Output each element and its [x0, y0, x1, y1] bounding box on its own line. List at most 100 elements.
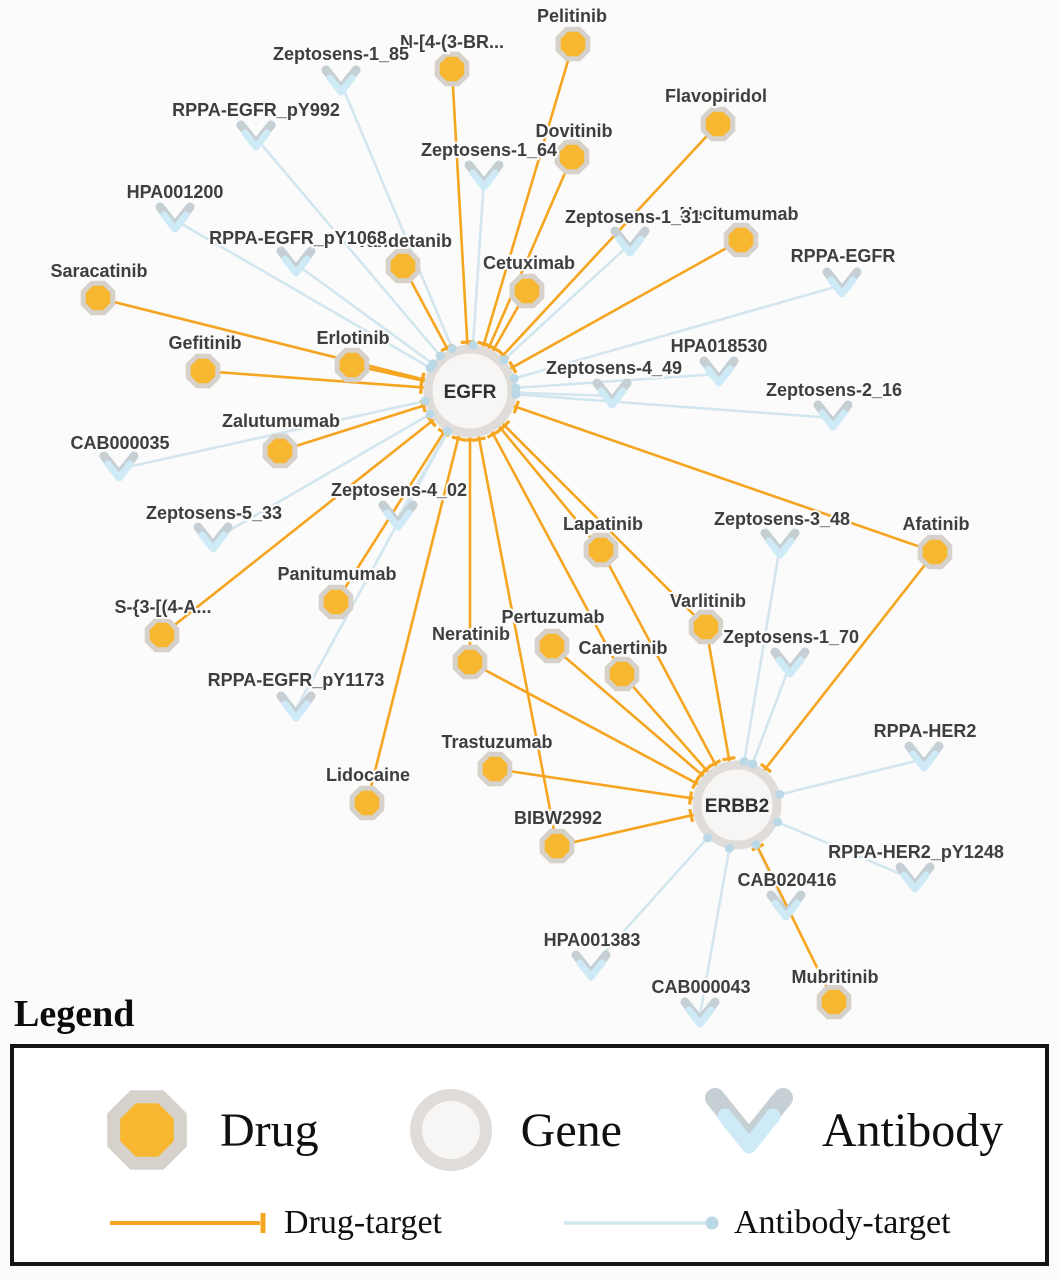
drug-target-edge — [161, 417, 437, 637]
antibody-chevron-inner — [104, 460, 134, 482]
antibody-node-rppa_her2_py1248 — [895, 862, 935, 893]
antibody-target-edge — [513, 372, 720, 390]
antibody-chevron-inner — [383, 509, 413, 531]
antibody-chevron-inner — [281, 255, 311, 277]
drug-target-tee-marker — [451, 435, 465, 442]
antibody-node-rppa_egfr_py1173 — [276, 691, 316, 722]
node-label-cetuximab: Cetuximab — [483, 253, 575, 273]
antibody-target-edge — [294, 428, 451, 710]
antibody-target-edge — [212, 411, 433, 542]
drug-target-edge — [704, 626, 732, 764]
drug-target-edge — [761, 551, 937, 773]
gene-node-erbb2 — [692, 760, 782, 850]
legend-gene-label: Gene — [520, 1103, 622, 1157]
antibody-target-dot-marker — [425, 409, 435, 419]
drug-target-tee-marker — [419, 373, 426, 388]
drug-node-mubritinib — [816, 984, 852, 1020]
drug-node-pertuzumab — [534, 628, 570, 664]
drug-target-edge — [496, 424, 603, 551]
drug-node-lapatinib — [583, 532, 619, 568]
drug-target-edge — [450, 68, 469, 348]
drug-target-tee-marker — [512, 400, 520, 414]
antibody-target-edge — [775, 820, 916, 882]
antibody-node-hpa001200 — [155, 202, 195, 233]
antibody-chevron-inner — [281, 700, 311, 722]
antibody-chevron-inner — [160, 211, 190, 233]
node-label-z1_31: Zeptosens-1_31 — [565, 207, 701, 227]
antibody-target-edge-icon — [563, 1216, 719, 1230]
node-label-z5_33: Zeptosens-5_33 — [146, 503, 282, 523]
antibody-target-edge — [295, 262, 436, 367]
node-label-cab000043: CAB000043 — [651, 977, 750, 997]
drug-target-edge — [556, 813, 697, 848]
antibody-node-z4_49 — [592, 378, 632, 409]
drug-target-tee-marker — [722, 756, 736, 762]
antibody-chevron-inner — [909, 750, 939, 772]
antibody-chevron-inner — [704, 365, 734, 387]
antibody-node-z1_31 — [610, 226, 650, 257]
drug-node-erlotinib — [334, 347, 370, 383]
node-label-z1_64: Zeptosens-1_64 — [421, 140, 557, 160]
antibody-node-cab020416 — [766, 890, 806, 921]
antibody-target-dot-marker — [420, 396, 430, 406]
drug-node-pelitinib — [555, 26, 591, 62]
antibody-target-edge — [471, 177, 486, 348]
antibody-target-dot-marker — [509, 373, 519, 383]
antibody-chevron-inner — [241, 129, 271, 151]
drug-target-tee-marker — [486, 429, 500, 439]
node-label-rppa_her2: RPPA-HER2 — [874, 721, 977, 741]
antibody-target-dot-marker — [773, 817, 783, 827]
node-label-z1_70: Zeptosens-1_70 — [723, 627, 859, 647]
legend-antibody-target-dot — [705, 1216, 719, 1230]
antibody-node-z2_16 — [813, 400, 853, 431]
antibody-target-edge — [339, 82, 455, 351]
antibody-chevron-inner — [198, 531, 228, 553]
antibody-node-cab000043 — [680, 997, 720, 1028]
antibody-target-edge — [777, 757, 925, 797]
drug-target-edge — [754, 842, 836, 1003]
node-label-hpa001200: HPA001200 — [127, 182, 224, 202]
antibody-chevron-inner — [597, 387, 627, 409]
drug-edges — [97, 43, 937, 1003]
node-label-afatinib: Afatinib — [903, 514, 970, 534]
node-label-lidocaine: Lidocaine — [326, 765, 410, 785]
antibody-chevron-inner — [326, 74, 356, 96]
drug-target-edge — [97, 296, 428, 382]
node-label-mubritinib: Mubritinib — [792, 967, 879, 987]
node-label-varlitinib: Varlitinib — [670, 591, 746, 611]
drug-target-edge — [486, 156, 574, 352]
drug-node-canertinib — [604, 656, 640, 692]
node-label-saracatinib: Saracatinib — [50, 261, 147, 281]
drug-target-edge — [279, 403, 429, 453]
node-label-s3_4a: S-{3-[(4-A... — [114, 597, 211, 617]
node-label-erbb2: ERBB2 — [705, 796, 769, 817]
drug-target-edge-icon — [110, 1213, 266, 1233]
drug-node-zalutumumab — [262, 433, 298, 469]
node-label-egfr: EGFR — [444, 382, 497, 403]
edge-markers — [419, 340, 785, 853]
node-label-zalutumumab: Zalutumumab — [222, 411, 340, 431]
antibody-node-rppa_her2 — [904, 741, 944, 772]
drug-target-tee-marker — [508, 360, 518, 374]
antibody-node-z1_64 — [464, 160, 504, 191]
node-label-z1_85: Zeptosens-1_85 — [273, 44, 409, 64]
drug-node-neratinib — [452, 644, 488, 680]
node-label-flavopiridol: Flavopiridol — [665, 86, 767, 106]
antibody-target-edge — [511, 283, 843, 381]
antibody-target-edge — [698, 846, 731, 1016]
node-label-z4_02: Zeptosens-4_02 — [331, 480, 467, 500]
drug-target-edge — [469, 660, 701, 787]
antibody-target-edge — [590, 835, 710, 969]
antibody-target-dot-marker — [775, 789, 785, 799]
drug-target-tee-marker — [687, 791, 694, 805]
legend-drug-octagon — [107, 1090, 187, 1170]
nodes — [80, 26, 953, 1028]
node-label-n4_3br: N-[4-(3-BR... — [400, 32, 504, 52]
drug-node-trastuzumab — [477, 751, 513, 787]
drug-target-edge — [500, 421, 707, 628]
drug-node-cetuximab — [509, 273, 545, 309]
antibody-target-edge — [513, 391, 613, 398]
node-label-neratinib: Neratinib — [432, 624, 510, 644]
antibody-chevron-inner — [818, 409, 848, 431]
